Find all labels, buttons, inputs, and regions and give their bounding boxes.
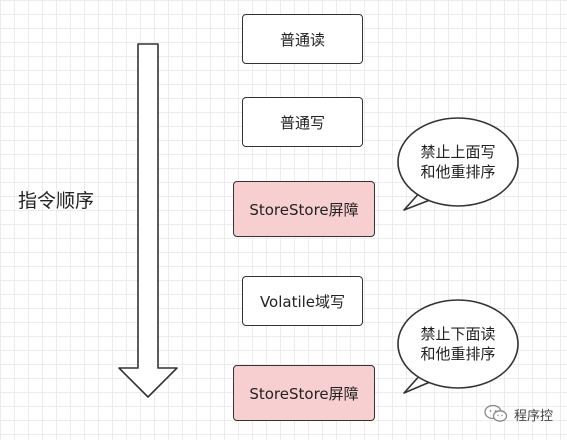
callout-bubble-1 — [397, 117, 519, 211]
callout-2-text: 禁止下面读 和他重排序 — [406, 324, 510, 364]
callout-1-text: 禁止上面写 和他重排序 — [406, 142, 510, 182]
watermark-text: 程序控 — [514, 408, 554, 424]
step-volatile-write: Volatile域写 — [242, 276, 363, 326]
instruction-order-label: 指令顺序 — [18, 190, 95, 212]
wechat-logo-icon — [484, 404, 508, 422]
step-normal-write: 普通写 — [242, 97, 363, 147]
callout-2-line1: 禁止下面读 — [420, 325, 496, 343]
callout-bubble-2 — [397, 299, 519, 394]
step-normal-read: 普通读 — [242, 14, 363, 64]
step-storestore-barrier-2: StoreStore屏障 — [233, 365, 375, 421]
callout-1-line2: 和他重排序 — [420, 163, 496, 181]
callout-1-line1: 禁止上面写 — [420, 143, 496, 161]
watermark: 程序控 — [484, 404, 553, 424]
step-storestore-barrier-1: StoreStore屏障 — [233, 181, 375, 237]
callout-2-line2: 和他重排序 — [420, 345, 496, 363]
